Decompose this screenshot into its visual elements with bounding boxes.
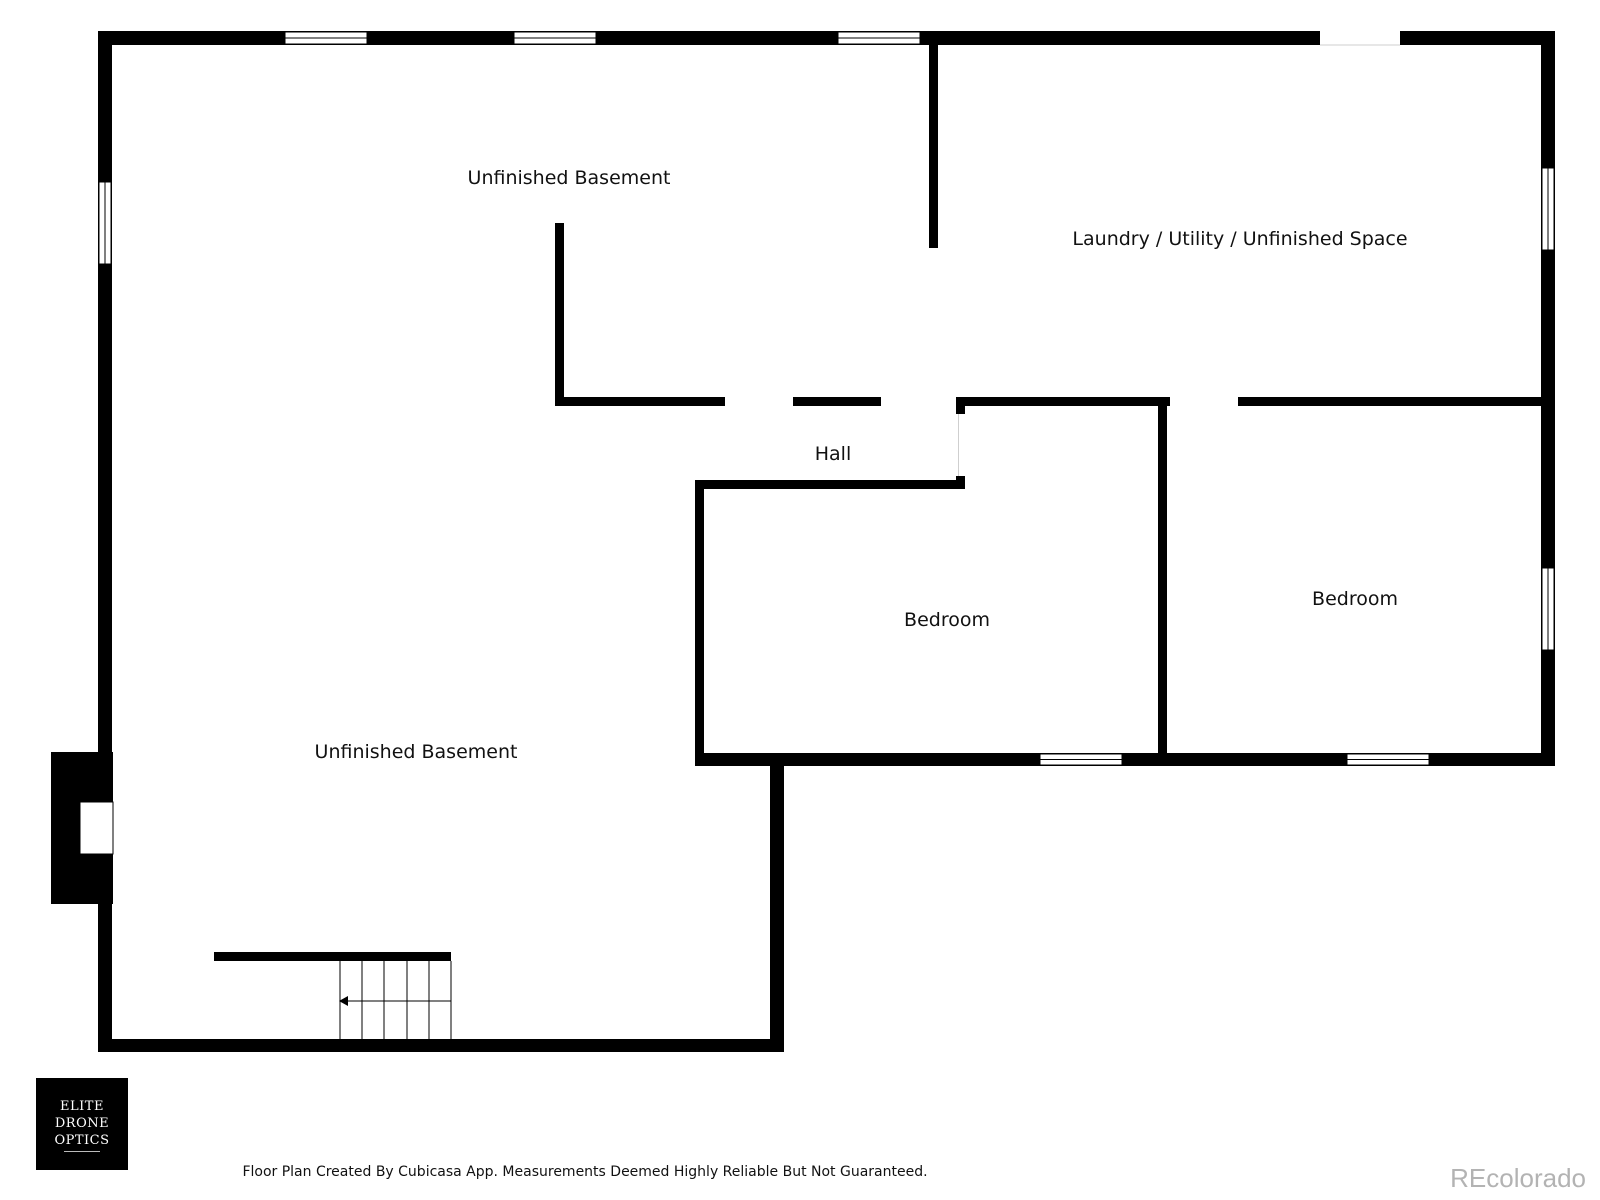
bottom-wall [98, 1039, 784, 1052]
bedroom-bottom-wall [695, 753, 1555, 766]
window-left [98, 181, 112, 265]
hall-stub [956, 406, 965, 414]
hall-wall-right [956, 397, 1170, 406]
window-bottom-2 [1346, 753, 1430, 766]
fireplace-hearth [79, 801, 114, 855]
floor-plan-disclaimer: Floor Plan Created By Cubicasa App. Meas… [242, 1164, 928, 1180]
logo-line-1: ELITE [60, 1099, 104, 1114]
window-top-2 [513, 31, 597, 45]
room-label-hall: Hall [814, 443, 852, 465]
stair-wall [214, 952, 451, 961]
window-top-3 [837, 31, 921, 45]
window-bottom-1 [1039, 753, 1123, 766]
hall-wall-left [555, 397, 725, 406]
window-right-2 [1541, 567, 1555, 651]
bedroom-divider-wall [1158, 397, 1167, 766]
exterior-walls [98, 31, 1555, 1052]
logo-line-3: OPTICS [54, 1133, 110, 1148]
stair-arrow-icon [339, 996, 348, 1006]
window-top-1 [284, 31, 368, 45]
top-wall-segment-right [1400, 31, 1555, 45]
fireplace [51, 752, 114, 904]
door-openings [958, 44, 1400, 476]
stairs [339, 961, 452, 1039]
window-right-1 [1541, 167, 1555, 251]
bedroom-left-wall [695, 480, 704, 766]
elite-drone-optics-logo: ELITE DRONE OPTICS [36, 1078, 128, 1170]
logo-rule [64, 1151, 100, 1152]
room-label-bedroom-middle: Bedroom [904, 609, 990, 631]
lower-right-wall [770, 753, 784, 1052]
bedroom-top-wall-left [695, 480, 965, 489]
room-label-laundry: Laundry / Utility / Unfinished Space [1072, 228, 1408, 250]
room-label-unfinished-basement-top: Unfinished Basement [467, 167, 671, 189]
top-wall-segment [98, 31, 1320, 45]
basement-partition-vertical [555, 223, 564, 406]
room-label-bedroom-right: Bedroom [1312, 588, 1398, 610]
laundry-divider-wall [929, 40, 938, 248]
recolorado-watermark: REcolorado [1450, 1163, 1586, 1193]
logo-line-2: DRONE [54, 1116, 110, 1131]
windows [98, 31, 1555, 766]
interior-walls [214, 40, 1555, 961]
bedroom-top-wall-right [1238, 397, 1555, 406]
room-label-unfinished-basement-bottom: Unfinished Basement [314, 741, 518, 763]
hall-wall-mid [793, 397, 881, 406]
